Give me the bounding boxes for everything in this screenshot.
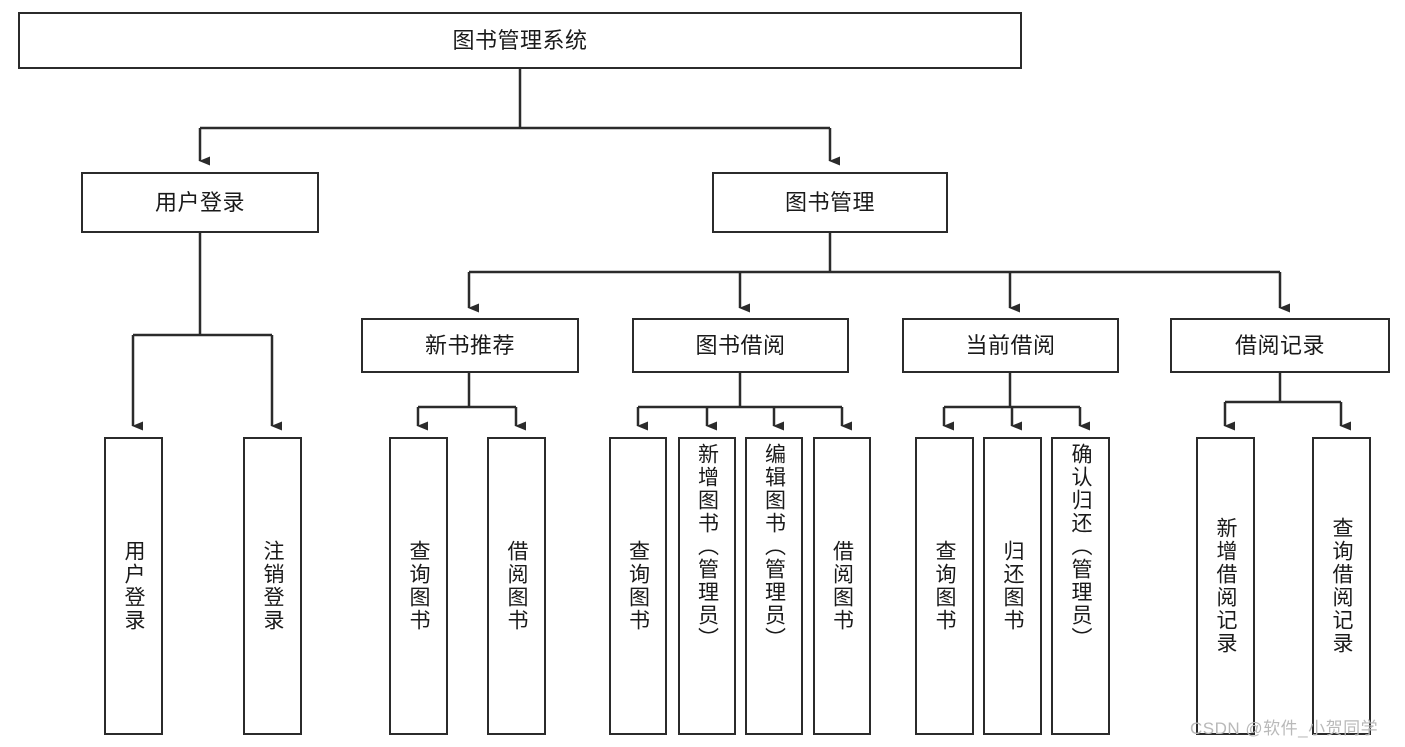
node-leaf-user-login-label: 用户登录 [122, 540, 145, 632]
node-leaf-edit-book-label: 编辑图书（管理员） [762, 443, 786, 650]
node-leaf-return-book[interactable]: 归还图书 [983, 437, 1042, 735]
node-current-borrow-label: 当前借阅 [965, 332, 1056, 358]
node-leaf-query-record[interactable]: 查询借阅记录 [1312, 437, 1371, 735]
node-leaf-query-book-rec[interactable]: 查询图书 [389, 437, 448, 735]
node-current-borrow[interactable]: 当前借阅 [902, 318, 1119, 373]
node-leaf-confirm-return-label: 确认归还（管理员） [1069, 443, 1092, 650]
node-leaf-add-book-label: 新增图书（管理员） [695, 443, 719, 650]
node-leaf-add-record[interactable]: 新增借阅记录 [1196, 437, 1255, 735]
csdn-watermark: CSDN @软件_小贺同学 [1190, 719, 1379, 738]
node-book-borrow-label: 图书借阅 [695, 332, 786, 358]
node-leaf-query-book-rec-label: 查询图书 [407, 540, 430, 632]
node-leaf-query-record-label: 查询借阅记录 [1330, 517, 1353, 655]
node-new-book-recommend[interactable]: 新书推荐 [361, 318, 579, 373]
node-leaf-query-book-borrow[interactable]: 查询图书 [609, 437, 667, 735]
node-leaf-user-login[interactable]: 用户登录 [104, 437, 163, 735]
node-leaf-user-logout[interactable]: 注销登录 [243, 437, 302, 735]
node-leaf-borrow-book-rec[interactable]: 借阅图书 [487, 437, 546, 735]
node-user-login-label: 用户登录 [154, 189, 245, 215]
node-leaf-user-logout-label: 注销登录 [261, 540, 284, 632]
node-user-login[interactable]: 用户登录 [81, 172, 319, 233]
node-leaf-add-record-label: 新增借阅记录 [1214, 517, 1237, 655]
node-borrow-record[interactable]: 借阅记录 [1170, 318, 1390, 373]
node-leaf-return-book-label: 归还图书 [1001, 540, 1024, 632]
node-root[interactable]: 图书管理系统 [18, 12, 1022, 69]
node-leaf-edit-book[interactable]: 编辑图书（管理员） [745, 437, 803, 735]
node-leaf-borrow-book[interactable]: 借阅图书 [813, 437, 871, 735]
node-leaf-query-book-borrow-label: 查询图书 [626, 540, 650, 632]
node-book-manage-label: 图书管理 [784, 189, 875, 215]
node-leaf-add-book[interactable]: 新增图书（管理员） [678, 437, 736, 735]
node-book-borrow[interactable]: 图书借阅 [632, 318, 849, 373]
node-new-book-recommend-label: 新书推荐 [424, 332, 515, 358]
node-borrow-record-label: 借阅记录 [1234, 332, 1325, 358]
node-leaf-query-book-cur[interactable]: 查询图书 [915, 437, 974, 735]
node-root-label: 图书管理系统 [452, 27, 588, 53]
node-leaf-query-book-cur-label: 查询图书 [933, 540, 956, 632]
node-leaf-borrow-book-rec-label: 借阅图书 [505, 540, 528, 632]
node-book-manage[interactable]: 图书管理 [712, 172, 948, 233]
node-leaf-confirm-return[interactable]: 确认归还（管理员） [1051, 437, 1110, 735]
node-leaf-borrow-book-label: 借阅图书 [830, 540, 854, 632]
